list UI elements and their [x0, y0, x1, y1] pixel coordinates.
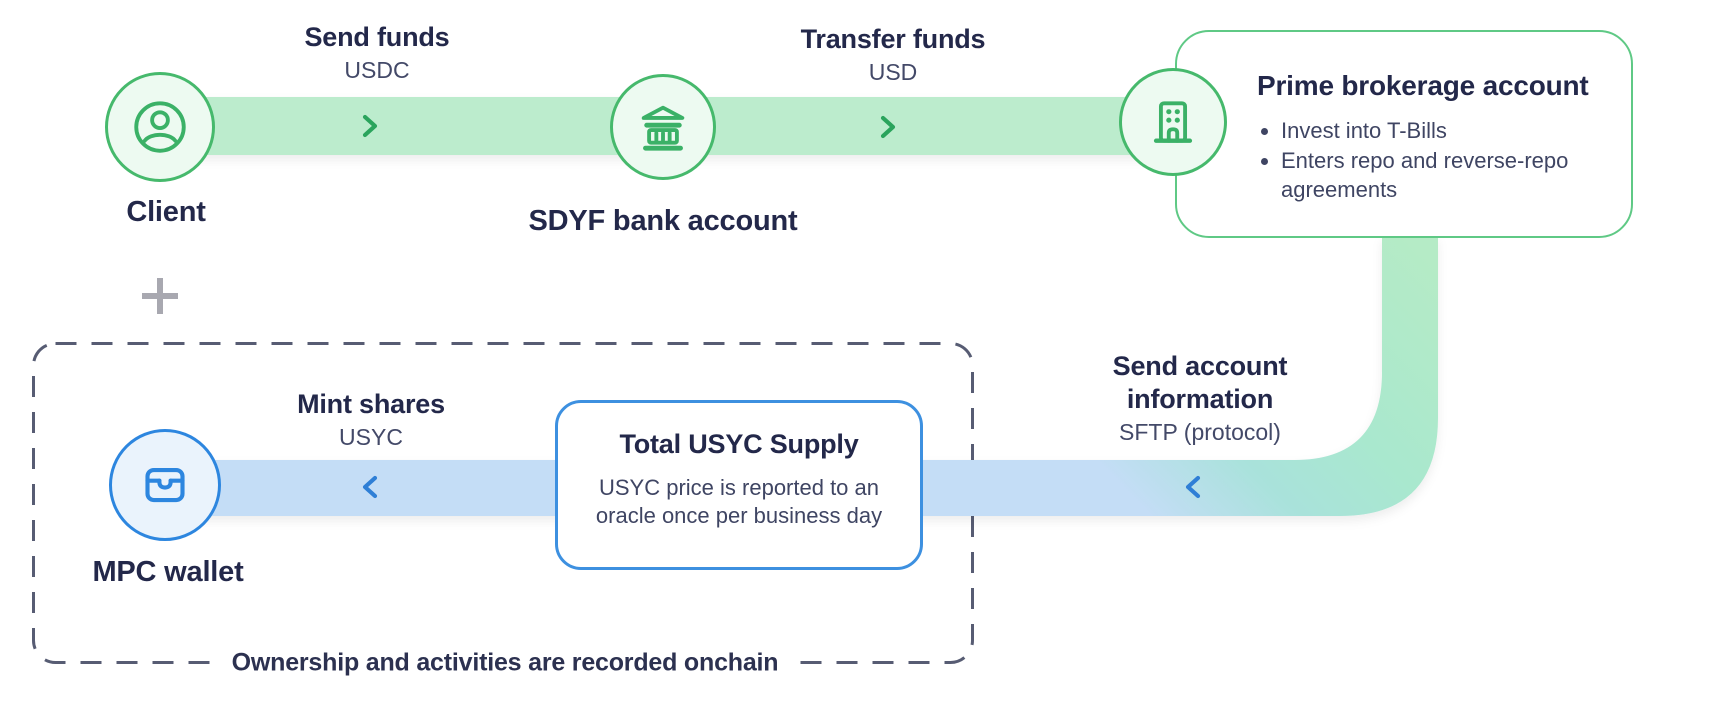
edge-label-transfer-funds: Transfer funds USD [801, 23, 986, 85]
client-node [105, 72, 215, 182]
client-label: Client [126, 196, 206, 228]
bank-icon [634, 98, 692, 156]
edge-label-send-funds: Send funds USDC [305, 21, 450, 83]
prime-brokerage-node [1119, 68, 1227, 176]
chevron-right-icon [878, 113, 898, 141]
prime-brokerage-card: Prime brokerage account Invest into T-Bi… [1175, 30, 1633, 238]
mpc-wallet-label: MPC wallet [92, 556, 244, 588]
onchain-note: Ownership and activities are recorded on… [211, 646, 799, 680]
prime-bullet-tbills: Invest into T-Bills [1281, 116, 1607, 145]
prime-brokerage-title: Prime brokerage account [1257, 70, 1589, 101]
send-account-title: Send account information [1112, 351, 1288, 414]
chevron-right-icon [360, 112, 380, 140]
transfer-funds-title: Transfer funds [800, 24, 986, 54]
usyc-supply-body: USYC price is reported to an oracle once… [595, 475, 883, 528]
send-account-subtitle: SFTP (protocol) [1119, 419, 1281, 445]
office-building-icon [1144, 93, 1202, 151]
plus-icon [136, 272, 184, 320]
send-funds-subtitle: USDC [344, 57, 410, 83]
mint-shares-subtitle: USYC [339, 424, 403, 450]
edge-label-send-account: Send account information SFTP (protocol) [1080, 350, 1320, 445]
mpc-wallet-node [109, 429, 221, 541]
prime-brokerage-bullet-list: Invest into T-Bills Enters repo and reve… [1257, 116, 1607, 204]
chevron-left-icon [1183, 473, 1203, 501]
prime-bullet-repo: Enters repo and reverse-repo agreements [1281, 146, 1607, 204]
transfer-funds-subtitle: USD [868, 59, 918, 85]
chevron-left-icon [360, 473, 380, 501]
edge-label-mint-shares: Mint shares USYC [297, 388, 445, 450]
mint-shares-title: Mint shares [297, 389, 445, 419]
send-funds-title: Send funds [304, 22, 450, 52]
wallet-icon [135, 455, 195, 515]
usyc-supply-title: Total USYC Supply [619, 429, 859, 459]
user-circle-icon [130, 97, 190, 157]
usyc-supply-card: Total USYC Supply USYC price is reported… [555, 400, 923, 570]
sdyf-bank-node [610, 74, 716, 180]
dashed-onchain-boundary [32, 342, 974, 664]
sdyf-bank-label: SDYF bank account [528, 205, 798, 237]
